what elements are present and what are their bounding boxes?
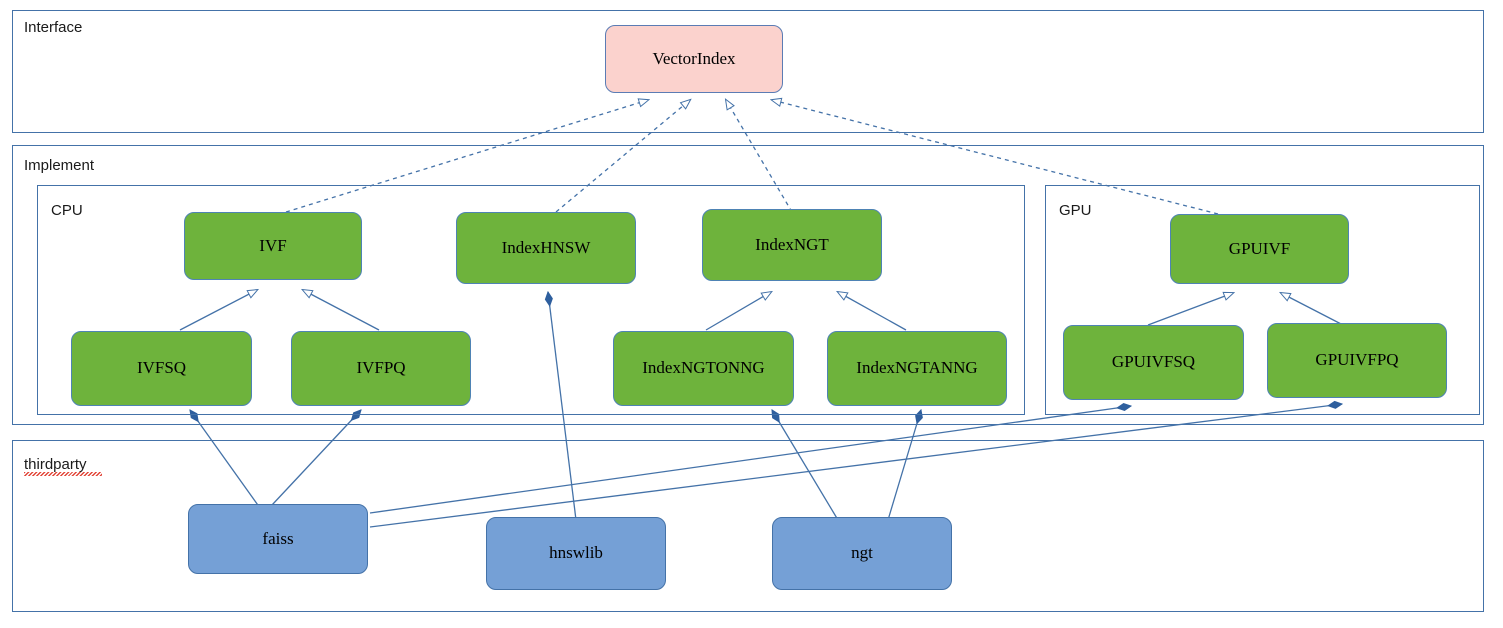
group-thirdparty-label: thirdparty — [24, 456, 87, 473]
node-indexhnsw-label: IndexHNSW — [501, 237, 591, 257]
node-ivf-label: IVF — [259, 235, 287, 255]
subgroup-cpu-label: CPU — [51, 202, 83, 219]
group-interface — [12, 10, 1484, 133]
node-vectorindex-label: VectorIndex — [652, 48, 736, 68]
node-gpuivfsq[interactable]: GPUIVFSQ — [1063, 325, 1244, 400]
subgroup-cpu — [37, 185, 1025, 415]
spellcheck-underline — [24, 472, 102, 476]
node-indexngtanng-label: IndexNGTANNG — [856, 358, 978, 378]
node-gpuivfsq-label: GPUIVFSQ — [1111, 352, 1196, 372]
node-gpuivf-label: GPUIVF — [1228, 238, 1291, 258]
node-ngt[interactable]: ngt — [772, 517, 952, 590]
node-ivfsq[interactable]: IVFSQ — [71, 331, 252, 406]
node-vectorindex[interactable]: VectorIndex — [605, 25, 783, 93]
group-implement-label: Implement — [24, 157, 95, 174]
node-indexngtonng[interactable]: IndexNGTONNG — [613, 331, 794, 406]
node-indexhnsw[interactable]: IndexHNSW — [456, 212, 636, 284]
subgroup-gpu — [1045, 185, 1480, 415]
node-gpuivfpq[interactable]: GPUIVFPQ — [1267, 323, 1447, 398]
group-implement — [12, 145, 1484, 425]
node-indexngtonng-label: IndexNGTONNG — [642, 358, 765, 378]
node-faiss-label: faiss — [262, 528, 294, 548]
node-indexngt[interactable]: IndexNGT — [702, 209, 882, 281]
node-ivfpq-label: IVFPQ — [356, 358, 406, 378]
node-hnswlib-label: hnswlib — [549, 543, 603, 563]
node-gpuivfpq-label: GPUIVFPQ — [1315, 350, 1399, 370]
node-hnswlib[interactable]: hnswlib — [486, 517, 666, 590]
node-indexngtanng[interactable]: IndexNGTANNG — [827, 331, 1007, 406]
group-interface-label: Interface — [24, 19, 83, 36]
node-ngt-label: ngt — [851, 543, 873, 563]
node-faiss[interactable]: faiss — [188, 504, 368, 574]
node-ivfsq-label: IVFSQ — [136, 358, 187, 378]
node-ivf[interactable]: IVF — [184, 212, 362, 280]
group-thirdparty — [12, 440, 1484, 612]
subgroup-gpu-label: GPU — [1059, 202, 1092, 219]
node-ivfpq[interactable]: IVFPQ — [291, 331, 471, 406]
node-indexngt-label: IndexNGT — [755, 234, 829, 254]
node-gpuivf[interactable]: GPUIVF — [1170, 214, 1349, 284]
